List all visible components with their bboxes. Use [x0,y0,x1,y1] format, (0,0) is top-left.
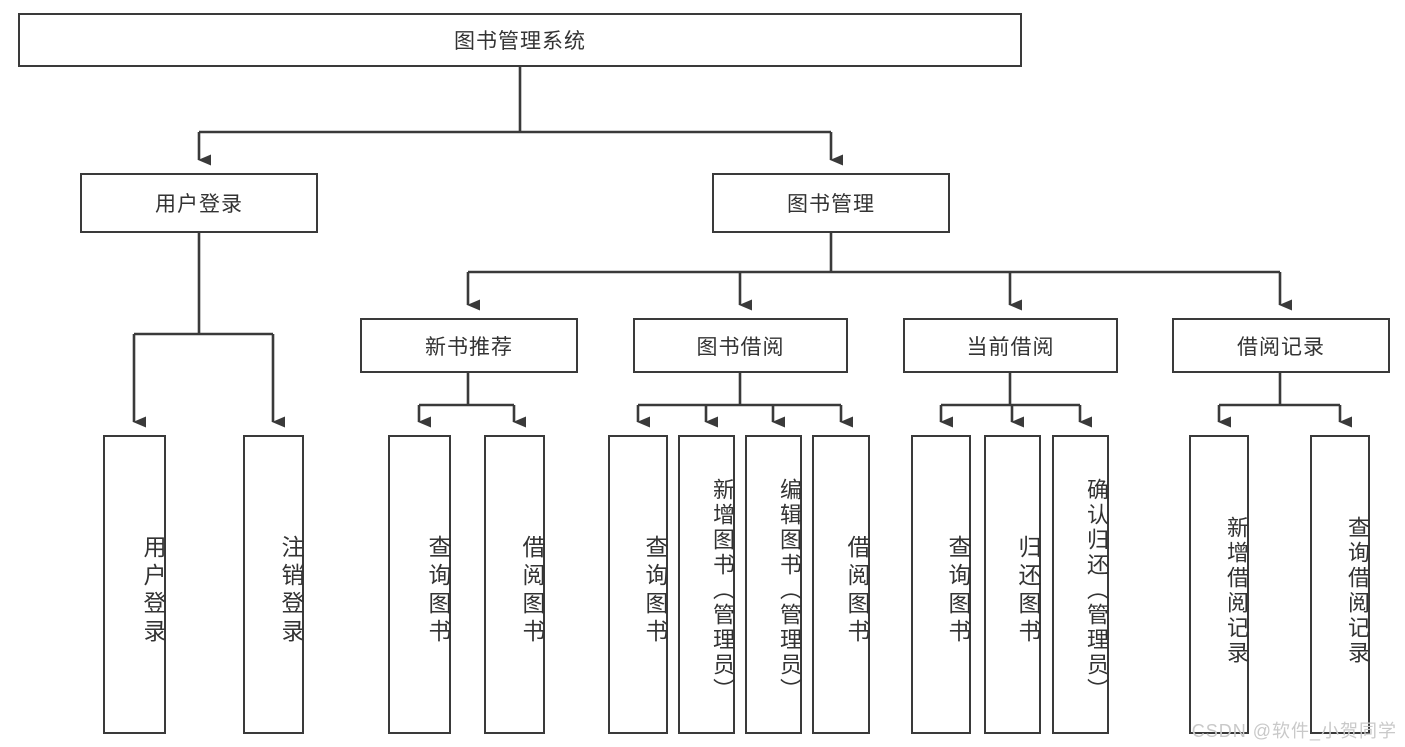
csdn-watermark: CSDN @软件_小贺同学 [1191,721,1397,741]
node-level2-user-login[interactable]: 用户登录 [80,173,318,233]
leaf-query-borrow-record[interactable]: 查询借阅记录 [1310,435,1370,734]
node-root[interactable]: 图书管理系统 [18,13,1022,67]
leaf-return-book[interactable]: 归还图书 [984,435,1041,734]
leaf-borrow-book[interactable]: 借阅图书 [812,435,870,734]
node-level3-current-borrow[interactable]: 当前借阅 [903,318,1118,373]
leaf-confirm-return-admin[interactable]: 确认归还（管理员） [1052,435,1109,734]
leaf-user-logout[interactable]: 注销登录 [243,435,304,734]
leaf-query-books-current[interactable]: 查询图书 [911,435,971,734]
leaf-user-login[interactable]: 用户登录 [103,435,166,734]
leaf-add-borrow-record[interactable]: 新增借阅记录 [1189,435,1249,734]
node-level3-borrow-records[interactable]: 借阅记录 [1172,318,1390,373]
leaf-borrow-books-recommend[interactable]: 借阅图书 [484,435,545,734]
node-level2-book-management[interactable]: 图书管理 [712,173,950,233]
leaf-edit-book-admin[interactable]: 编辑图书（管理员） [745,435,802,734]
leaf-add-book-admin[interactable]: 新增图书（管理员） [678,435,735,734]
leaf-query-books-borrow[interactable]: 查询图书 [608,435,668,734]
leaf-query-books-recommend[interactable]: 查询图书 [388,435,451,734]
node-level3-new-book-recommend[interactable]: 新书推荐 [360,318,578,373]
node-level3-book-borrow[interactable]: 图书借阅 [633,318,848,373]
